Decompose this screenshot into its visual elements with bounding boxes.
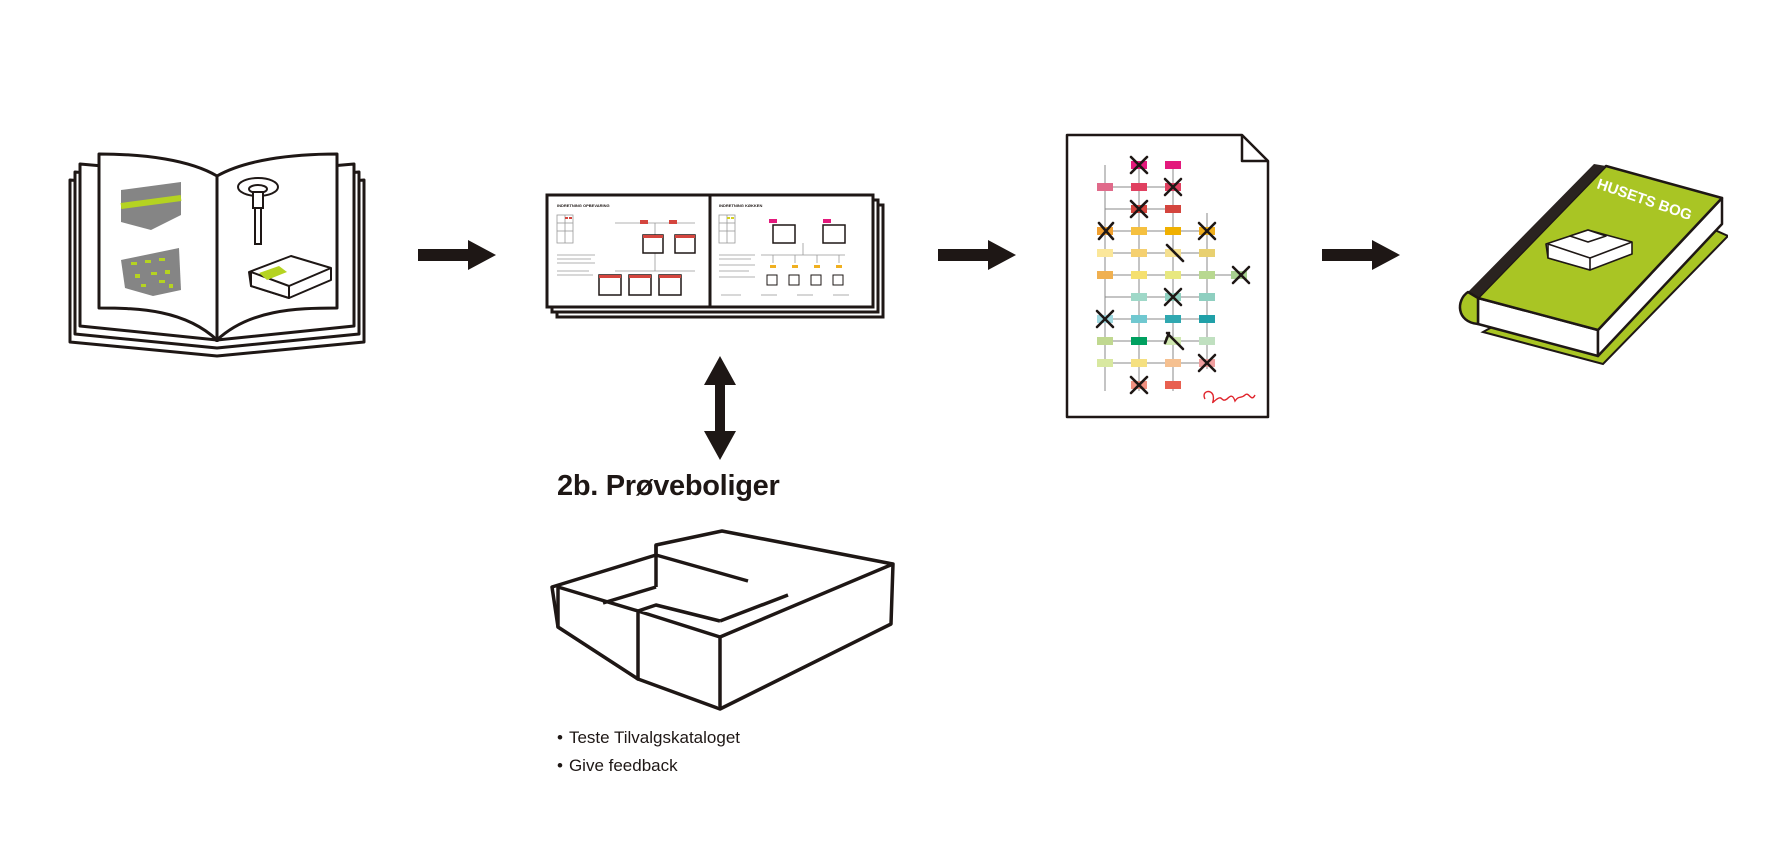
double-arrow-icon [704, 356, 736, 460]
catalog-left-heading: INDRETNING OPBEVARING [557, 203, 610, 208]
catalog-spread-icon: INDRETNING OPBEVARING INDRETNING KØKKEN [545, 193, 885, 319]
prove-section-title: 2b. Prøveboliger [557, 470, 780, 502]
right-arrow-icon [938, 240, 1016, 270]
right-arrow-icon [1322, 240, 1400, 270]
house-book-icon: HUSETS BOG [1458, 164, 1728, 366]
prove-bullet-list: Teste Tilvalgskataloget Give feedback [557, 724, 740, 780]
selection-sheet-icon [1065, 133, 1270, 419]
list-item: Teste Tilvalgskataloget [557, 724, 740, 752]
catalog-book-icon [68, 152, 366, 358]
catalog-right-heading: INDRETNING KØKKEN [719, 203, 762, 208]
right-arrow-icon [418, 240, 496, 270]
list-item: Give feedback [557, 752, 740, 780]
box-model-icon [550, 529, 895, 711]
